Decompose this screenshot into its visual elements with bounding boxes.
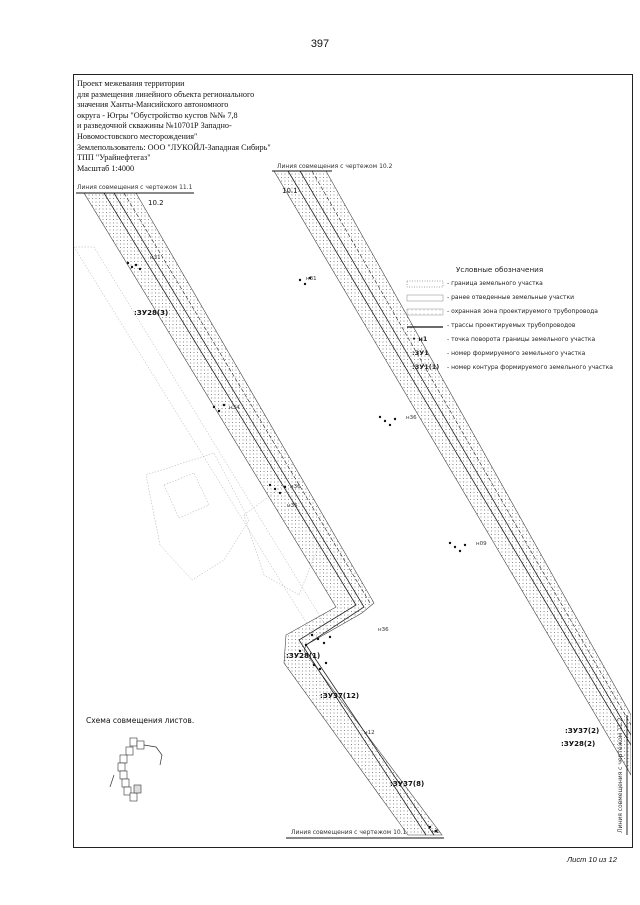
turn-point-cluster bbox=[428, 825, 438, 833]
sheet-number-label: Лист 10 из 12 bbox=[567, 855, 617, 864]
left-corridor bbox=[83, 192, 443, 836]
turn-point-icon: • н1 bbox=[412, 335, 428, 343]
title-line: округа - Югры "Обустройство кустов №№ 7,… bbox=[77, 110, 238, 120]
plot-label: :ЗУ28(1) bbox=[286, 652, 320, 660]
inset-title: Схема совмещения листов. bbox=[86, 716, 194, 725]
legend-row-boundary: - граница земельного участка bbox=[404, 279, 634, 289]
left-protected-zone bbox=[83, 192, 443, 836]
legend-text: - охранная зона проектируемого трубопров… bbox=[447, 308, 598, 315]
inset-route bbox=[143, 744, 163, 766]
point-label: н1 bbox=[432, 829, 439, 835]
legend-text: - номер контура формируемого земельного … bbox=[447, 364, 613, 371]
parcel-left-corridor bbox=[74, 246, 330, 636]
point-label: н34 bbox=[229, 405, 240, 411]
legend-text: - номер формируемого земельного участка bbox=[447, 350, 586, 357]
point-label: н36 bbox=[406, 415, 417, 421]
sheet-ref-left: 10.2 bbox=[148, 199, 164, 207]
plot-label: :ЗУ37(8) bbox=[390, 780, 424, 788]
right-pipeline-c bbox=[311, 170, 631, 726]
page-number: 397 bbox=[310, 38, 330, 50]
turn-point-cluster bbox=[268, 483, 287, 495]
legend-text: - трассы проектируемых трубопроводов bbox=[447, 322, 576, 329]
turn-point-cluster bbox=[126, 261, 142, 271]
dotted-boundary-icon bbox=[406, 280, 444, 288]
title-line: Проект межевания территории bbox=[77, 79, 185, 88]
point-label: н36 bbox=[378, 627, 389, 633]
title-block: Проект межевания территории для размещен… bbox=[77, 79, 282, 174]
match-line-rules bbox=[76, 170, 628, 839]
turn-point-cluster bbox=[212, 403, 226, 413]
turn-point-cluster bbox=[448, 541, 467, 553]
pipeline-route-icon bbox=[407, 326, 443, 328]
legend-row-turn-point: • н1 - точка поворота границы земельного… bbox=[404, 335, 634, 345]
scale-label: Масштаб 1:4000 bbox=[77, 163, 135, 173]
parcel-inner bbox=[163, 472, 210, 519]
map-sheet-frame: Линия совмещения с чертежом 10.2 Линия с… bbox=[73, 74, 633, 848]
legend-row-protected-zone: - охранная зона проектируемого трубопров… bbox=[404, 307, 634, 317]
right-pipeline-b bbox=[299, 170, 631, 736]
left-pipeline-c bbox=[123, 192, 371, 604]
point-label: н36 bbox=[290, 484, 301, 490]
turn-point-cluster bbox=[312, 661, 328, 671]
title-line: ТПП "Урайнефтегаз" bbox=[77, 153, 151, 163]
point-label: н09 bbox=[476, 541, 487, 547]
plot-label: :ЗУ28(2) bbox=[561, 740, 595, 748]
match-line-bottom: Линия совмещения с чертежом 10.1 bbox=[291, 829, 407, 836]
legend-row-contour-number: :ЗУ1(1) - номер контура формируемого зем… bbox=[404, 363, 634, 373]
turn-point-cluster bbox=[298, 276, 312, 286]
match-line-top-left: Линия совмещения с чертежом 11.1 bbox=[77, 184, 193, 191]
point-label: н31 bbox=[306, 276, 317, 282]
title-line: Новомостовского месторождения" bbox=[77, 131, 198, 141]
title-line: Землепользователь: ООО "ЛУКОЙЛ-Западная … bbox=[77, 142, 271, 152]
legend-row-allotted: - ранее отведенные земельные участки bbox=[404, 293, 634, 303]
match-line-right-vertical: Линия совмещения с чертежом 11.2 bbox=[617, 717, 624, 833]
legend-text: - ранее отведенные земельные участки bbox=[447, 294, 575, 301]
legend-title: Условные обозначения bbox=[456, 265, 544, 274]
protected-zone-icon bbox=[406, 308, 444, 316]
parcel-block bbox=[145, 452, 250, 581]
point-label: н12 bbox=[364, 730, 375, 736]
title-line: для размещения линейного объекта региона… bbox=[77, 89, 255, 99]
plot-label: :ЗУ28(3) bbox=[134, 309, 168, 317]
match-line-top-right: Линия совмещения с чертежом 10.2 bbox=[277, 163, 393, 170]
left-pipeline-a bbox=[103, 192, 427, 836]
legend-row-pipeline: - трассы проектируемых трубопроводов bbox=[404, 321, 634, 331]
plot-label: :ЗУ37(2) bbox=[565, 727, 599, 735]
plot-number-code: :ЗУ1 bbox=[412, 349, 429, 357]
title-line: значения Ханты-Мансийского автономного bbox=[77, 100, 229, 110]
turn-point-cluster bbox=[378, 415, 397, 427]
left-pipeline-b bbox=[113, 192, 435, 836]
turn-point-cluster bbox=[298, 633, 332, 653]
inset-route-branch bbox=[109, 774, 115, 788]
turn-points bbox=[126, 261, 467, 833]
allotted-parcels bbox=[74, 246, 330, 636]
sheet-ref-right: 10.1 bbox=[282, 187, 298, 195]
legend-text: - точка поворота границы земельного учас… bbox=[447, 336, 596, 343]
contour-number-code: :ЗУ1(1) bbox=[412, 363, 440, 371]
cadastral-map: Линия совмещения с чертежом 10.2 Линия с… bbox=[74, 163, 631, 839]
legend-row-plot-number: :ЗУ1 - номер формируемого земельного уча… bbox=[404, 349, 634, 359]
legend-text: - граница земельного участка bbox=[447, 280, 543, 287]
point-label: н35 bbox=[287, 503, 298, 509]
title-line: и разведочной скважины №10701Р Западно- bbox=[77, 121, 232, 131]
sheet-layout-inset: Схема совмещения листов. bbox=[86, 716, 194, 802]
right-pipeline-a bbox=[287, 170, 631, 746]
plot-label: :ЗУ37(12) bbox=[320, 692, 359, 700]
point-label: н31 bbox=[150, 255, 161, 261]
allotted-plot-icon bbox=[406, 294, 444, 302]
